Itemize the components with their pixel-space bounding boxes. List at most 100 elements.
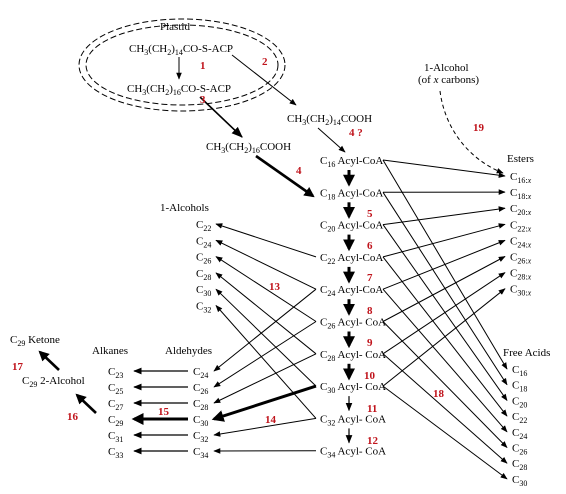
acyl-coa-1: C18 Acyl-CoA	[320, 187, 383, 201]
aldehyde-c24: C24	[193, 366, 208, 380]
free-acid-c24: C24	[512, 427, 527, 441]
ester-5: C26:x	[510, 252, 532, 266]
coa-to-acid-arrow-7	[382, 385, 508, 480]
coa-to-ester-arrow-0	[382, 159, 506, 178]
plastid-outer-membrane	[78, 18, 286, 112]
alkane-c31: C31	[108, 430, 123, 444]
step-3-arrow	[199, 96, 243, 138]
alcohol-c22: C22	[196, 219, 211, 233]
aldehydes-header: Aldehydes	[165, 345, 212, 357]
step-number-16: 15	[158, 406, 170, 418]
alcohol-c30: C30	[196, 284, 211, 298]
coa-to-ester-arrow-4	[382, 239, 506, 290]
coa-to-ester-arrow-7	[382, 288, 506, 387]
alkane-c25: C25	[108, 382, 123, 396]
ester-7: C30:x	[510, 284, 532, 298]
step-number-10: 9	[367, 337, 373, 349]
acyl-coa-9: C34 Acyl- CoA	[320, 446, 386, 460]
step-number-14: 13	[269, 281, 281, 293]
coa-to-alcohol-arrow-2	[215, 256, 317, 322]
alcohols-header: 1-Alcohols	[160, 202, 209, 214]
step-number-5: 4	[296, 165, 302, 177]
plastid-label: Plastid	[160, 21, 190, 33]
coa-to-acid-arrow-4	[382, 288, 508, 433]
c18-acp-label: CH3(CH2)16CO-S-ACP	[127, 83, 231, 97]
acyl-coa-0: C16 Acyl-CoA	[320, 155, 383, 169]
free-acid-c30: C30	[512, 474, 527, 488]
coa-to-ester-arrow-2	[382, 206, 506, 226]
acyl-coa-6: C28 Acyl- CoA	[320, 349, 386, 363]
c16-acid-label: CH3(CH2)14COOH	[287, 113, 372, 127]
step-16-arrow	[75, 393, 97, 414]
coa-to-aldehyde-arrow-0	[213, 288, 317, 372]
ester-2: C20:x	[510, 203, 532, 217]
free-acid-c20: C20	[512, 395, 527, 409]
step-number-9: 8	[367, 305, 373, 317]
ester-4: C24:x	[510, 235, 532, 249]
step-number-1: 1	[200, 60, 206, 72]
coa-to-ester-arrow-6	[382, 272, 506, 355]
step-number-18: 17	[12, 361, 24, 373]
step-number-3: 3	[200, 94, 206, 106]
aldehyde-c32: C32	[193, 430, 208, 444]
acyl-coa-7: C30 Acyl- CoA	[320, 381, 386, 395]
coa-to-alcohol-arrow-4	[215, 288, 317, 387]
acyl-coa-2: C20 Acyl-CoA	[320, 220, 383, 234]
ester-0: C16:x	[510, 171, 532, 185]
step-number-19: 18	[433, 388, 445, 400]
coa-to-aldehyde-arrow-1	[213, 321, 317, 388]
one-alcohol-sub-label: (of x carbons)	[418, 74, 479, 86]
step-17-arrow	[38, 350, 60, 371]
coa-to-aldehyde-arrow-4	[213, 417, 317, 437]
coa-to-alcohol-arrow-3	[215, 272, 317, 355]
ester-6: C28:x	[510, 268, 532, 282]
free-acid-c22: C22	[512, 411, 527, 425]
plastid-inner-membrane	[85, 24, 279, 106]
coa-to-aldehyde-arrow-2	[213, 353, 317, 404]
ester-3: C22:x	[510, 219, 532, 233]
acyl-coa-4: C24 Acyl-CoA	[320, 284, 383, 298]
step-number-15: 14	[265, 414, 277, 426]
step-number-17: 16	[67, 411, 79, 423]
acyl-coa-5: C26 Acyl- CoA	[320, 317, 386, 331]
alkane-c23: C23	[108, 366, 123, 380]
alcohol-c28: C28	[196, 268, 211, 282]
coa-to-alcohol-arrow-1	[215, 239, 317, 290]
alcohol-c26: C26	[196, 252, 211, 266]
step-number-11: 10	[364, 370, 376, 382]
aldehyde-c28: C28	[193, 398, 208, 412]
alkane-c33: C33	[108, 446, 123, 460]
alkane-c29: C29	[108, 414, 123, 428]
aldehyde-c30: C30	[193, 414, 208, 428]
coa-to-ester-arrow-3	[382, 223, 506, 258]
coa-to-alcohol-arrow-0	[215, 223, 317, 258]
step-number-6: 5	[367, 208, 373, 220]
step-number-7: 6	[367, 240, 373, 252]
coa-to-aldehyde-arrow-3	[211, 384, 317, 422]
c18-acid-to-coa-arrow	[255, 154, 315, 198]
free-acid-c26: C26	[512, 443, 527, 457]
alcohol-c24: C24	[196, 235, 211, 249]
coa-to-alcohol-arrow-5	[215, 304, 317, 419]
free-acid-c28: C28	[512, 458, 527, 472]
step-number-4: 4 ?	[349, 127, 363, 139]
alcohol-c32: C32	[196, 301, 211, 315]
coa-to-acid-arrow-6	[382, 353, 508, 464]
alkanes-header: Alkanes	[92, 345, 128, 357]
step-number-13: 12	[367, 435, 379, 447]
acyl-coa-8: C32 Acyl- CoA	[320, 413, 386, 427]
free-acids-header: Free Acids	[503, 347, 550, 359]
c16-acid-to-coa-arrow	[317, 127, 346, 153]
alkane-c27: C27	[108, 398, 123, 412]
c29-2-alcohol-label: C29 2-Alcohol	[22, 375, 85, 389]
coa-to-acid-arrow-5	[382, 321, 508, 448]
step-2-arrow	[231, 54, 297, 106]
free-acid-c18: C18	[512, 380, 527, 394]
one-alcohol-label: 1-Alcohol	[424, 62, 469, 74]
acyl-coa-3: C22 Acyl-CoA	[320, 252, 383, 266]
c18-acid-label: CH3(CH2)16COOH	[206, 141, 291, 155]
aldehyde-c34: C34	[193, 446, 208, 460]
step-number-2: 2	[262, 56, 268, 68]
